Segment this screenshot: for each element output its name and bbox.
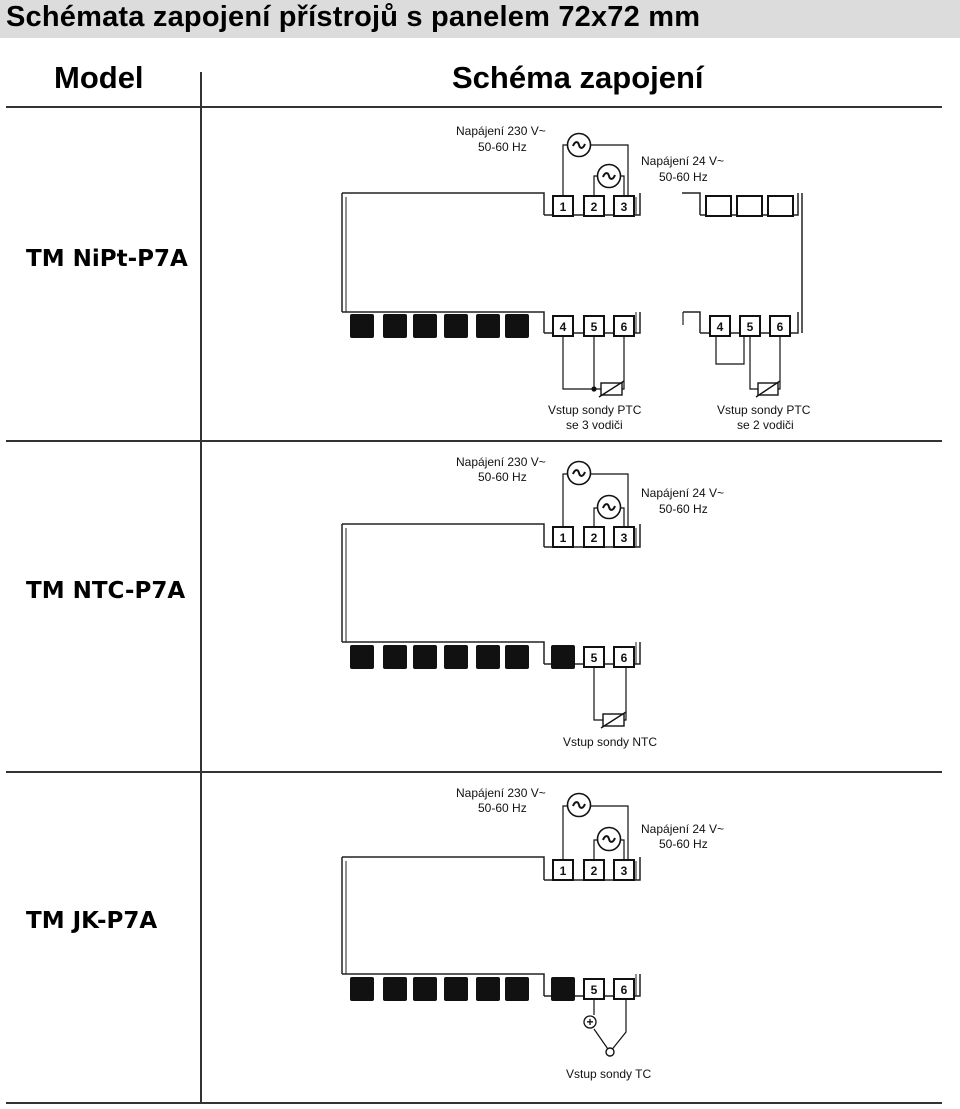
terminal-4b: 4	[717, 320, 724, 334]
supply-230v-hz-1: 50-60 Hz	[478, 140, 527, 154]
table-header-divider	[6, 106, 942, 108]
model-name-jk: TM JK-P7A	[26, 908, 158, 934]
probe-label-ntc: Vstup sondy NTC	[563, 735, 657, 749]
column-header-schema: Schéma zapojení	[452, 60, 704, 95]
supply-230v-hz-3: 50-60 Hz	[478, 801, 527, 815]
thermocouple-wires	[593, 999, 627, 1054]
ac-source-24v-1	[596, 163, 622, 189]
supply-24v-label-1: Napájení 24 V~	[641, 154, 724, 168]
ac-source-230v-2	[566, 460, 592, 486]
terminal-6: 6	[621, 320, 628, 334]
probe-label-ptc3: Vstup sondy PTC	[548, 403, 642, 417]
column-divider	[200, 72, 202, 1104]
plus-sign: +	[586, 1015, 593, 1029]
supply-24v-hz-2: 50-60 Hz	[659, 502, 708, 516]
supply-24v-hz-3: 50-60 Hz	[659, 837, 708, 851]
supply-24v-label-2: Napájení 24 V~	[641, 486, 724, 500]
probe-label-ptc2-sub: se 2 vodiči	[737, 418, 794, 432]
terminal-6: 6	[621, 651, 628, 665]
terminal-4: 4	[560, 320, 567, 334]
terminal-6: 6	[621, 983, 628, 997]
jumper-4-5	[715, 336, 745, 365]
supply-230v-label-3: Napájení 230 V~	[456, 786, 546, 800]
probe-label-ptc2: Vstup sondy PTC	[717, 403, 811, 417]
terminal-3: 3	[621, 200, 628, 214]
terminal-6b: 6	[777, 320, 784, 334]
ptc-probe-3wire	[598, 380, 625, 398]
terminal-3: 3	[621, 864, 628, 878]
terminal-3: 3	[621, 531, 628, 545]
terminal-1: 1	[560, 200, 567, 214]
diagram-ntc: 1 2 3 5 6 Napájení 230 V~ 50-60 Hz Napáj…	[341, 455, 724, 749]
ptc-probe-2wire	[755, 380, 781, 398]
diagram-nipt: 1 2 3 4 5 6 Napájení 230 V~ 50-60 Hz Nap…	[341, 124, 811, 432]
model-name-ntc: TM NTC-P7A	[26, 578, 186, 604]
terminal-5: 5	[591, 320, 598, 334]
terminal-block-bottom-1b: 4 5 6	[709, 315, 791, 337]
row-divider-2	[6, 771, 942, 773]
tc-junction	[605, 1047, 615, 1057]
column-header-model: Model	[54, 60, 144, 95]
probe-label-tc: Vstup sondy TC	[566, 1067, 651, 1081]
terminal-2: 2	[591, 531, 598, 545]
terminal-block-bottom-3: 5 6	[583, 978, 635, 1000]
ac-source-24v-3	[596, 826, 622, 852]
terminal-block-bottom-1: 4 5 6	[552, 315, 635, 337]
terminal-2: 2	[591, 200, 598, 214]
terminal-5: 5	[591, 651, 598, 665]
page-title: Schémata zapojení přístrojů s panelem 72…	[6, 1, 701, 33]
terminal-5: 5	[591, 983, 598, 997]
table-bottom-line	[6, 1102, 942, 1104]
terminal-1: 1	[560, 531, 567, 545]
supply-230v-label-1: Napájení 230 V~	[456, 124, 546, 138]
supply-230v-hz-2: 50-60 Hz	[478, 470, 527, 484]
ntc-probe	[600, 711, 627, 729]
device-outline-2	[341, 523, 641, 665]
device-outline-1	[341, 192, 641, 334]
device-outline-1b	[682, 192, 803, 334]
ac-source-230v-3	[566, 792, 592, 818]
terminal-block-top-2: 1 2 3	[552, 526, 635, 548]
terminal-5b: 5	[747, 320, 754, 334]
display-segments-1	[350, 314, 529, 338]
tc-plus-terminal	[583, 1015, 597, 1029]
probe-label-ptc3-sub: se 3 vodiči	[566, 418, 623, 432]
supply-230v-label-2: Napájení 230 V~	[456, 455, 546, 469]
diagram-jk: 1 2 3 5 6 Napájení 230 V~ 50-60 Hz Napáj…	[341, 786, 724, 1081]
ac-source-24v-2	[596, 494, 622, 520]
supply-24v-label-3: Napájení 24 V~	[641, 822, 724, 836]
terminal-2: 2	[591, 864, 598, 878]
model-name-nipt: TM NiPt-P7A	[26, 246, 188, 272]
display-segments-2	[350, 645, 575, 669]
terminal-block-top-1: 1 2 3	[552, 195, 635, 217]
device-outline-3	[341, 856, 641, 997]
terminal-block-top-1b	[705, 195, 794, 217]
terminal-block-bottom-2: 5 6	[583, 646, 635, 668]
display-segments-3	[350, 977, 575, 1001]
terminal-block-top-3: 1 2 3	[552, 859, 635, 881]
ac-source-230v-1	[566, 132, 592, 158]
terminal-1: 1	[560, 864, 567, 878]
row-divider-1	[6, 440, 942, 442]
title-banner: Schémata zapojení přístrojů s panelem 72…	[0, 0, 960, 38]
supply-24v-hz-1: 50-60 Hz	[659, 170, 708, 184]
